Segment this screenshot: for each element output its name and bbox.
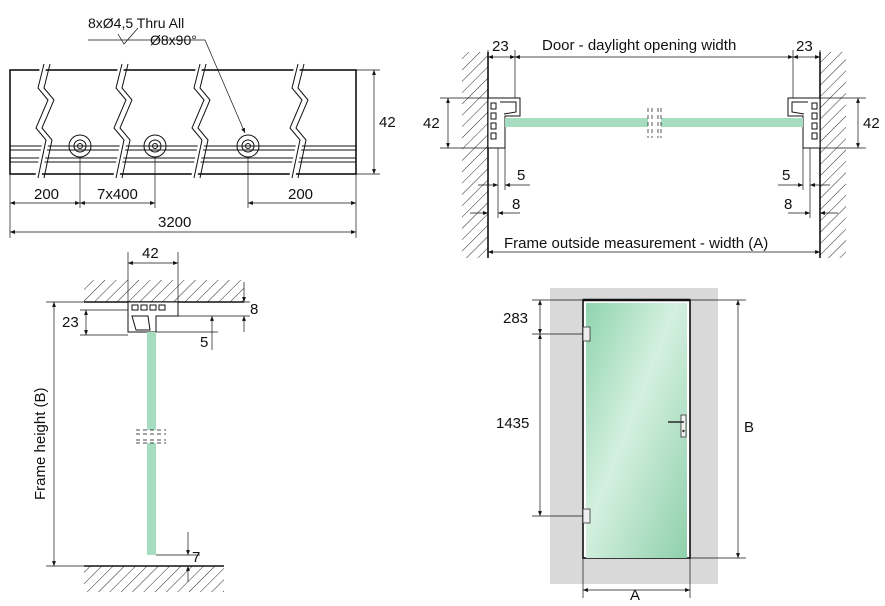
glass-panel-left (505, 118, 648, 127)
dim-left-end: 200 (34, 186, 59, 203)
dim-B: B (744, 419, 754, 436)
dim-7: 7 (192, 549, 200, 566)
door-handle (668, 414, 687, 438)
break-lines (32, 63, 309, 179)
countersink-note: Ø8x90° (150, 32, 197, 48)
dim-total-length: 3200 (158, 214, 191, 231)
glass-panel-right (661, 118, 803, 127)
rail-height-dimension: 42 (379, 114, 396, 131)
ceiling-hatch (84, 280, 244, 302)
dim-right-8: 8 (784, 196, 792, 213)
lower-hinge (582, 508, 591, 524)
dim-5: 5 (200, 334, 208, 351)
holes-note: 8xØ4,5 Thru All (88, 15, 184, 31)
dim-hole-pitch: 7x400 (97, 186, 138, 203)
top-frame-profile (127, 301, 179, 333)
upper-hinge (582, 326, 591, 342)
height-section-view: 42 8 5 23 Frame height (B) 7 (32, 245, 258, 592)
dim-1435: 1435 (496, 415, 529, 432)
label-daylight-width: Door - daylight opening width (542, 37, 736, 54)
dim-A: A (630, 587, 640, 601)
dim-left-23: 23 (492, 38, 509, 55)
dim-right-42: 42 (863, 115, 880, 132)
dim-right-5: 5 (782, 167, 790, 184)
door-elevation-view: 283 1435 B A (496, 288, 754, 604)
dim-42: 42 (142, 245, 159, 262)
dim-23: 23 (62, 314, 79, 331)
rail-outline (9, 69, 357, 175)
width-section-view: 23 23 Door - daylight opening width 42 4… (423, 37, 880, 258)
dim-right-23: 23 (796, 38, 813, 55)
glass-upper-section (147, 332, 156, 430)
right-wall-hatch (820, 52, 846, 258)
dim-left-42: 42 (423, 115, 440, 132)
label-frame-height: Frame height (B) (32, 387, 49, 500)
dim-283: 283 (503, 310, 528, 327)
dim-left-8: 8 (512, 196, 520, 213)
floor-hatch (84, 566, 224, 592)
label-frame-width: Frame outside measurement - width (A) (504, 235, 768, 252)
rail-elevation-view: 8xØ4,5 Thru All Ø8x90° 42 200 7x400 200 … (9, 15, 396, 238)
glass-door-leaf (586, 303, 687, 558)
dim-8: 8 (250, 301, 258, 318)
countersunk-holes (68, 134, 260, 158)
glass-lower-section (147, 443, 156, 555)
left-wall-hatch (462, 52, 488, 258)
dim-left-5: 5 (517, 167, 525, 184)
dim-right-end: 200 (288, 186, 313, 203)
